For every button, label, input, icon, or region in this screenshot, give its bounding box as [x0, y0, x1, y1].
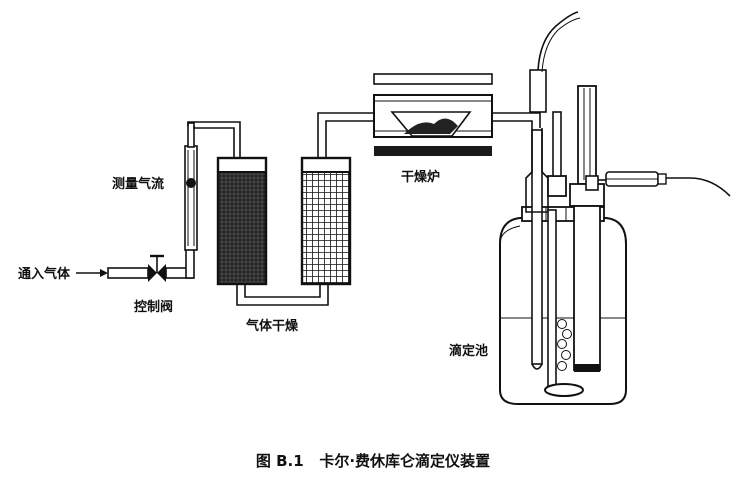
- flow-float: [186, 178, 196, 188]
- stir-bar: [544, 383, 584, 397]
- drying-bottle-2: [300, 156, 352, 286]
- arrow-head: [100, 269, 108, 277]
- drying-bottle-1: [216, 156, 268, 286]
- label-drying-oven: 干燥炉: [401, 169, 440, 185]
- drying-oven: [373, 73, 493, 156]
- label-gas-inlet: 通入气体: [18, 266, 71, 282]
- figure-caption: 图 B.1 卡尔·费休库仑滴定仪装置: [256, 452, 490, 470]
- label-control-valve: 控制阀: [134, 299, 173, 315]
- flow-meter: [184, 122, 198, 251]
- sample: [404, 118, 458, 134]
- oven-heater-bottom: [374, 146, 492, 156]
- titration-cell: [499, 11, 731, 405]
- electrode-head: [529, 69, 547, 113]
- label-gas-drying: 气体干燥: [246, 318, 299, 334]
- inlet-pipe: [76, 247, 195, 279]
- bottom-connector: [236, 284, 329, 306]
- oven-heater-top: [373, 73, 493, 85]
- electrode-cable: [537, 11, 579, 71]
- valve-icon: [148, 254, 166, 282]
- side-cable: [666, 177, 731, 197]
- label-flow-meter: 测量气流: [112, 176, 164, 192]
- label-titration-cell: 滴定池: [449, 343, 488, 359]
